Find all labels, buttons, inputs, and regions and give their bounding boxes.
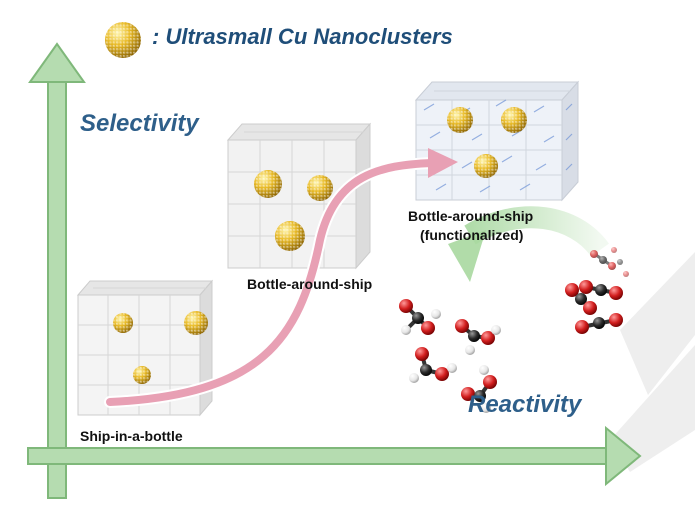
page-corner-decoration-lower — [610, 345, 695, 472]
co2-molecules — [565, 247, 629, 334]
x-axis-title: Reactivity — [468, 391, 582, 418]
cube-bottle-around-ship — [226, 122, 372, 270]
nanocluster — [184, 311, 208, 335]
stage-label-bottle-around-ship: Bottle-around-ship — [247, 276, 373, 292]
nanocluster — [254, 170, 282, 198]
formic-acid-molecule — [399, 299, 441, 335]
conversion-arrow — [448, 206, 609, 282]
nanocluster — [447, 107, 473, 133]
progress-arrow — [104, 148, 458, 408]
nanocluster — [275, 221, 305, 251]
nanocluster-icon — [105, 22, 141, 58]
y-axis-title: Selectivity — [80, 110, 199, 137]
formic-acid-molecules — [399, 299, 501, 413]
legend-text: : Ultrasmall Cu Nanoclusters — [152, 24, 453, 49]
nanocluster — [113, 313, 133, 333]
x-axis-arrow — [27, 425, 642, 487]
stage-label-ship-in-a-bottle: Ship-in-a-bottle — [80, 428, 183, 444]
y-axis-arrow — [28, 42, 86, 499]
nanocluster — [307, 175, 333, 201]
nanocluster — [474, 154, 498, 178]
formic-acid-molecule — [455, 319, 501, 355]
nanocluster — [501, 107, 527, 133]
stage-label-functionalized-line1: Bottle-around-ship — [408, 208, 534, 224]
formic-acid-molecule — [409, 347, 457, 383]
page-corner-decoration — [620, 252, 695, 395]
nanocluster — [133, 366, 151, 384]
formic-acid-molecule — [461, 365, 497, 413]
cube-bottle-around-ship-functionalized — [414, 80, 580, 202]
stage-label-functionalized-line2: (functionalized) — [420, 227, 524, 243]
